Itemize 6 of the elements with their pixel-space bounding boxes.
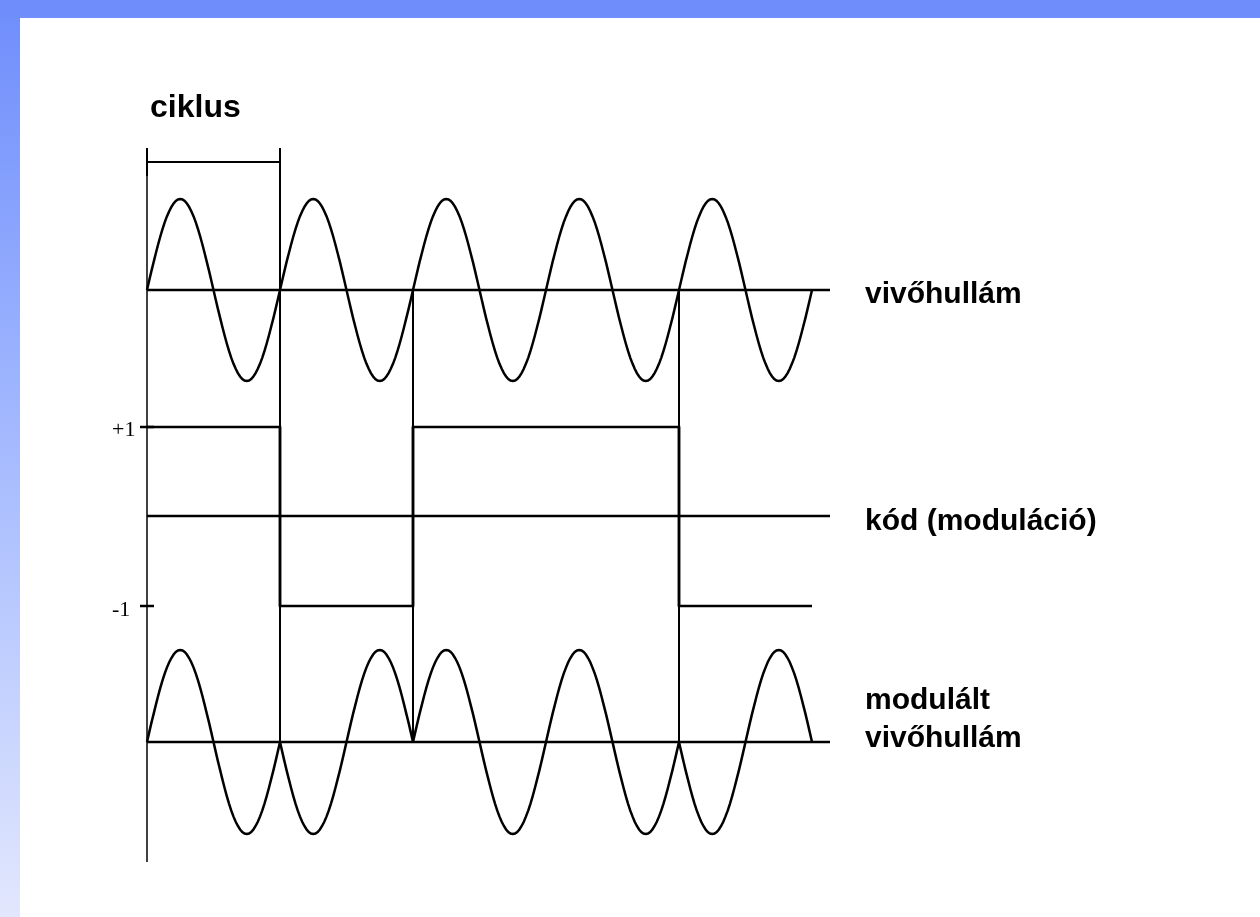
axis-label: -1	[112, 595, 131, 623]
axis-label: vivőhullám	[865, 275, 1022, 311]
axis-label: kód (moduláció)	[865, 502, 1097, 538]
axis-label: +1	[112, 415, 136, 443]
axis-label: ciklus	[150, 87, 241, 126]
axis-label: modulált vivőhullám	[865, 681, 1023, 755]
